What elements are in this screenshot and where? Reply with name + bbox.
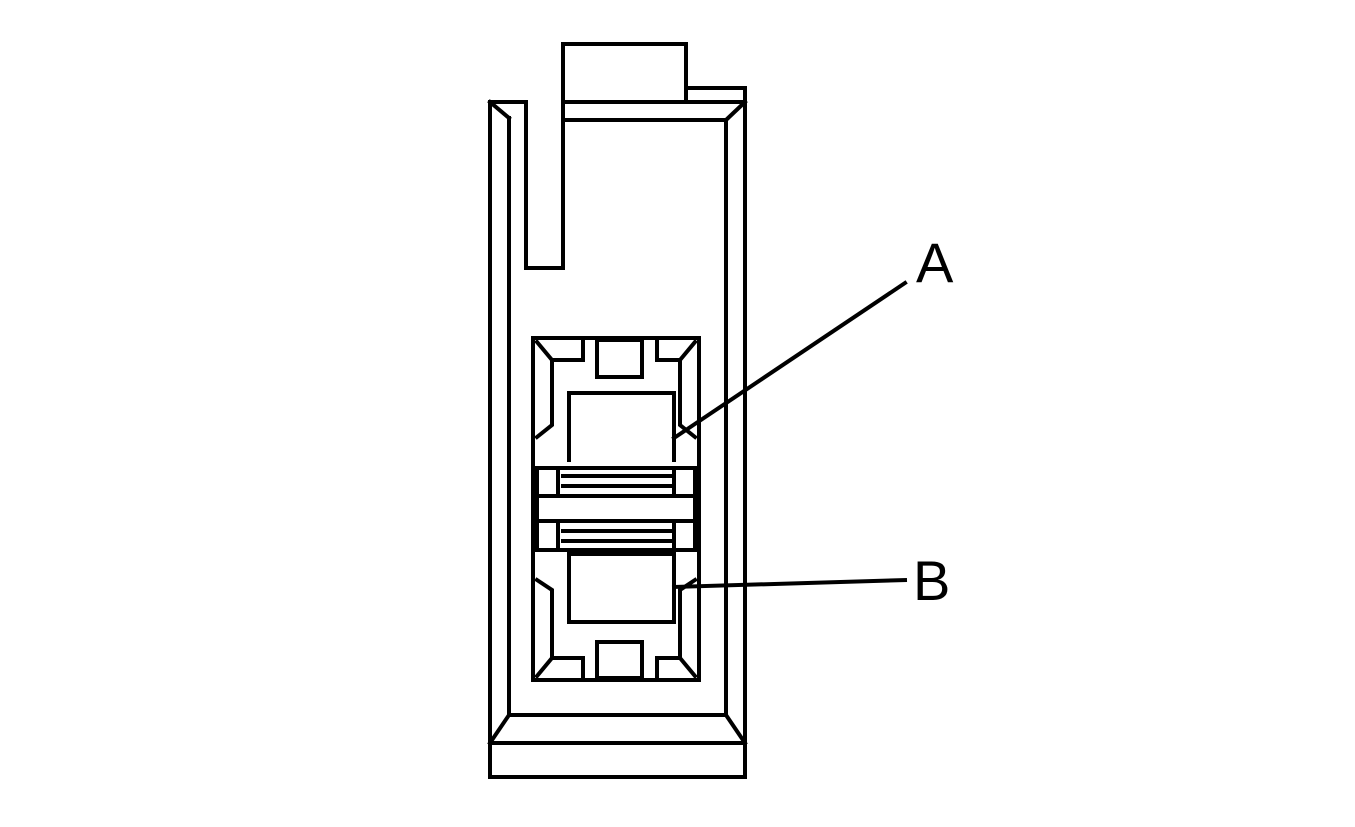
callout-label-a: A [916,231,954,294]
terminal-a [535,391,697,498]
latch-tab [561,42,747,104]
callout-label-b: B [913,549,950,612]
terminal-b [535,519,697,624]
leader-line-b [671,577,908,590]
leader-line-a [671,280,908,441]
terminal-cavity [531,336,701,682]
center-divider [535,494,697,523]
connector-housing [487,99,748,779]
